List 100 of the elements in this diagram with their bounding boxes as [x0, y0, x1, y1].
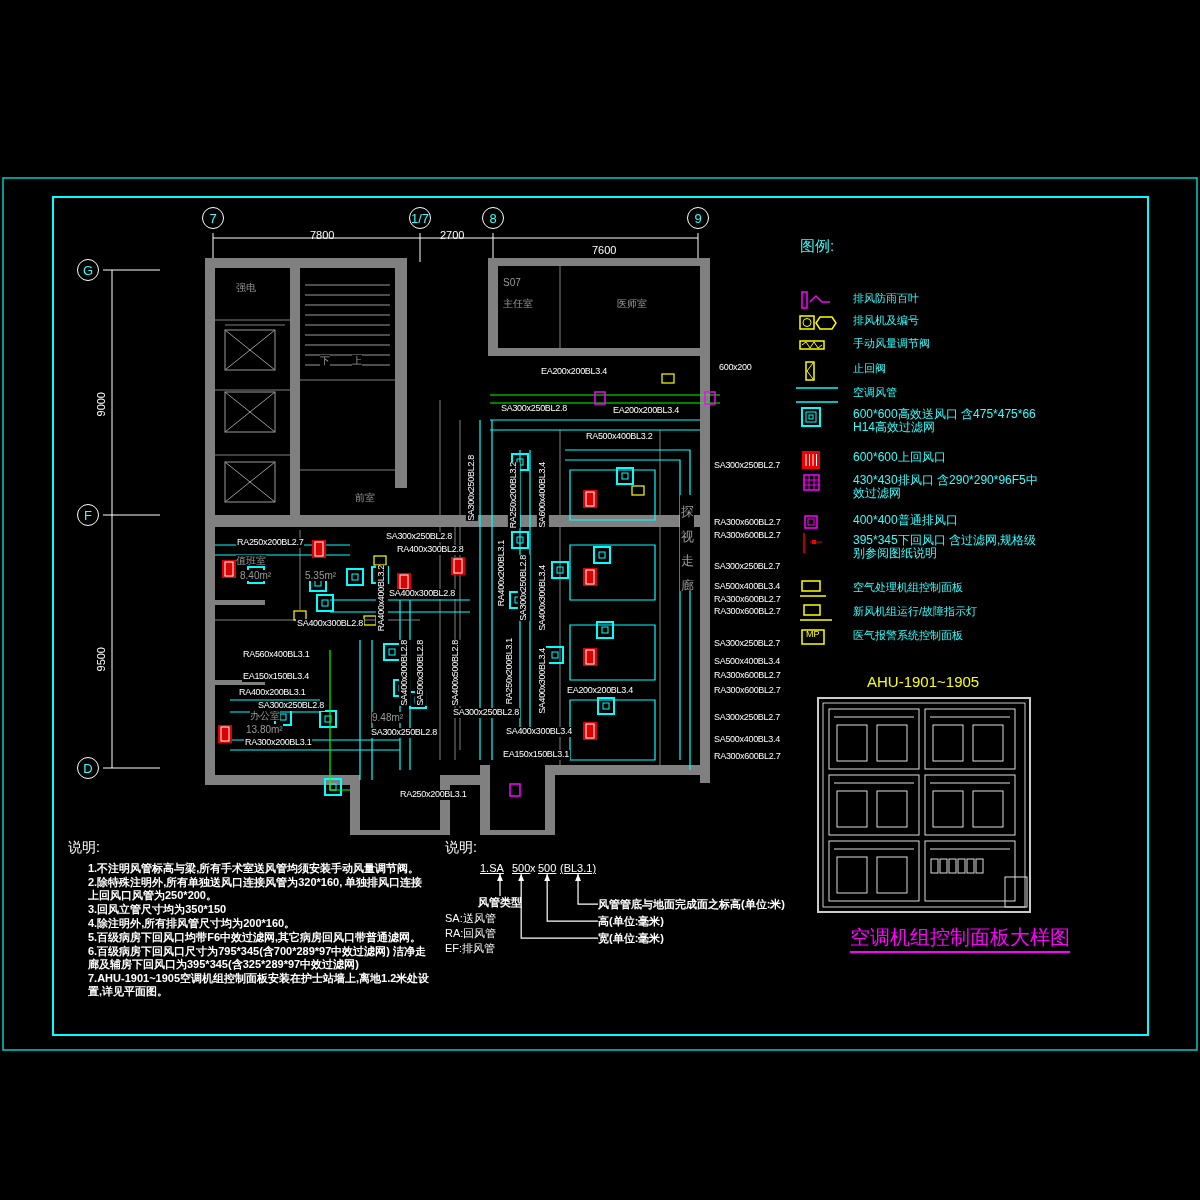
annotation-text: 风管管底与地面完成面之标高(单位:米) — [598, 898, 785, 911]
dimension-label: 2700 — [440, 229, 465, 242]
room-label: 强电 — [236, 282, 256, 293]
duct-label: EA200x200BL3.4 — [540, 367, 608, 377]
note-text: 4.除注明外,所有排风管尺寸均为200*160。 — [88, 917, 297, 930]
duct-label: SA400x300BL2.8 — [399, 640, 411, 706]
duct-label: RA300x600BL2.7 — [713, 607, 782, 617]
duct-label: SA500x400BL3.4 — [713, 657, 781, 667]
duct-label: RA300x600BL2.7 — [713, 671, 782, 681]
annotation-text: 宽(单位:毫米) — [598, 932, 664, 945]
duct-label: SA300x250BL2.7 — [713, 713, 781, 723]
axis-bubble: F — [77, 504, 99, 526]
legend-text: 排风机及编号 — [853, 314, 920, 327]
annotation-text: SA:送风管 — [445, 912, 496, 925]
duct-label: SA400x300BL3.4 — [537, 648, 549, 714]
duct-label: RA400x400BL3.2 — [376, 565, 388, 632]
note-text: 7.AHU-1901~1905空调机组控制面板安装在护士站墙上,离地1.2米处设置,详见平面图。 — [88, 972, 431, 998]
corridor-label: 探视走廊 — [680, 495, 695, 591]
duct-label: SA300x250BL2.7 — [713, 562, 781, 572]
room-label: 5.35m² — [305, 570, 337, 581]
axis-bubble: 1/7 — [409, 207, 431, 229]
duct-label: RA250x200BL3.1 — [399, 790, 468, 800]
axis-bubble: G — [77, 259, 99, 281]
annotation-part: x — [530, 862, 536, 875]
legend-text: 空气处理机组控制面板 — [853, 581, 964, 594]
annotation-part: (BL3.1) — [560, 862, 597, 875]
room-label: 值班室 — [236, 555, 266, 566]
annotation-text: 高(单位:毫米) — [598, 915, 664, 928]
legend-text: 空调风管 — [853, 386, 898, 399]
room-label: 13.80m² — [246, 724, 283, 735]
duct-label: RA500x400BL3.2 — [585, 432, 654, 442]
duct-label: SA300x250BL2.8 — [518, 555, 530, 621]
duct-label: SA400x500BL2.8 — [450, 640, 462, 706]
duct-label: RA300x600BL2.7 — [713, 518, 782, 528]
dimension-label: 7800 — [310, 229, 335, 242]
annotation-part: 500 — [538, 862, 557, 875]
duct-label: RA300x600BL2.7 — [713, 531, 782, 541]
note-text: 5.百级病房下回风口均带F6中效过滤网,其它病房回风口带普通滤网。 — [88, 931, 423, 944]
duct-label: SA300x250BL2.8 — [257, 701, 325, 711]
legend-text: 400*400普通排风口 — [853, 514, 959, 528]
duct-label: EA200x200BL3.4 — [612, 406, 680, 416]
legend-text: 医气报警系统控制面板 — [853, 629, 964, 642]
room-label: 主任室 — [503, 298, 533, 309]
leader-arrow — [497, 873, 503, 897]
duct-label: SA300x250BL2.8 — [385, 532, 453, 542]
dimension-label: 9000 — [95, 392, 108, 417]
axis-bubble: D — [77, 757, 99, 779]
axis-bubble: 8 — [482, 207, 504, 229]
legend-text: 430*430排风口 含290*290*96F5中效过滤网 — [853, 474, 1039, 501]
duct-label: SA500x400BL3.4 — [713, 735, 781, 745]
duct-label: SA300x250BL2.7 — [713, 639, 781, 649]
annotation-part: 500 — [512, 862, 531, 875]
annotation-part: 1.SA — [480, 862, 504, 875]
panel-heading: AHU-1901~1905 — [867, 673, 980, 690]
duct-label: RA300x200BL3.1 — [244, 738, 313, 748]
duct-label: SA300x250BL2.8 — [466, 455, 478, 521]
legend-text: 600*600高效送风口 含475*475*66 H14高效过滤网 — [853, 408, 1037, 435]
room-label: 9.48m² — [372, 712, 404, 723]
legend-text: 新风机组运行/故障指示灯 — [853, 605, 979, 618]
legend-text: 止回阀 — [853, 362, 887, 375]
room-label: 上 — [352, 355, 362, 366]
duct-label: SA300x250BL2.8 — [370, 728, 438, 738]
room-label: 医师室 — [617, 298, 647, 309]
room-label: S07 — [503, 277, 521, 288]
legend-text: 600*600上回风口 — [853, 451, 947, 465]
duct-label: RA250x200BL2.7 — [236, 538, 305, 548]
symbol-label: MP — [806, 630, 820, 640]
annotation-text: RA:回风管 — [445, 927, 497, 940]
duct-label: RA400x300BL2.8 — [396, 545, 465, 555]
note-text: 3.回风立管尺寸均为350*150 — [88, 903, 228, 916]
duct-label: RA300x600BL2.7 — [713, 686, 782, 696]
legend-text: 手动风量调节阀 — [853, 337, 931, 350]
duct-label: RA300x600BL2.7 — [713, 752, 782, 762]
axis-bubble: 7 — [202, 207, 224, 229]
annotation-text: EF:排风管 — [445, 942, 496, 955]
duct-label: SA300x250BL2.7 — [713, 461, 781, 471]
duct-label: SA400x300BL2.8 — [388, 589, 456, 599]
axis-bubble: 9 — [687, 207, 709, 229]
duct-label: SA500x400BL3.4 — [713, 582, 781, 592]
duct-label: SA400x300BL3.4 — [505, 727, 573, 737]
duct-label: SA500x300BL2.8 — [415, 640, 427, 706]
duct-label: RA560x400BL3.1 — [242, 650, 311, 660]
duct-label: SA300x250BL2.8 — [500, 404, 568, 414]
leader-arrow — [518, 873, 599, 939]
duct-label: EA150x150BL3.1 — [502, 750, 570, 760]
duct-label: EA150x150BL3.4 — [242, 672, 310, 682]
notes-heading: 说明: — [445, 840, 477, 856]
legend-text: 排风防雨百叶 — [853, 292, 920, 305]
duct-label: SA300x250BL2.8 — [452, 708, 520, 718]
room-label: 下 — [320, 355, 330, 366]
legend-heading: 图例: — [800, 238, 835, 255]
drawing-title: 空调机组控制面板大样图 — [850, 926, 1070, 953]
duct-label: RA400x200BL3.1 — [238, 688, 307, 698]
note-text: 2.除特殊注明外,所有单独送风口连接风管为320*160, 单独排风口连接上回风口风管为250*200。 — [88, 876, 424, 902]
duct-label: RA300x600BL2.7 — [713, 595, 782, 605]
duct-label: RA250x200BL3.2 — [508, 462, 520, 529]
note-text: 1.不注明风管标高与梁,所有手术室送风管均须安装手动风量调节阀。 — [88, 862, 421, 875]
room-label: 前室 — [355, 492, 375, 503]
notes-heading: 说明: — [68, 840, 100, 856]
leader-arrow — [575, 873, 599, 905]
